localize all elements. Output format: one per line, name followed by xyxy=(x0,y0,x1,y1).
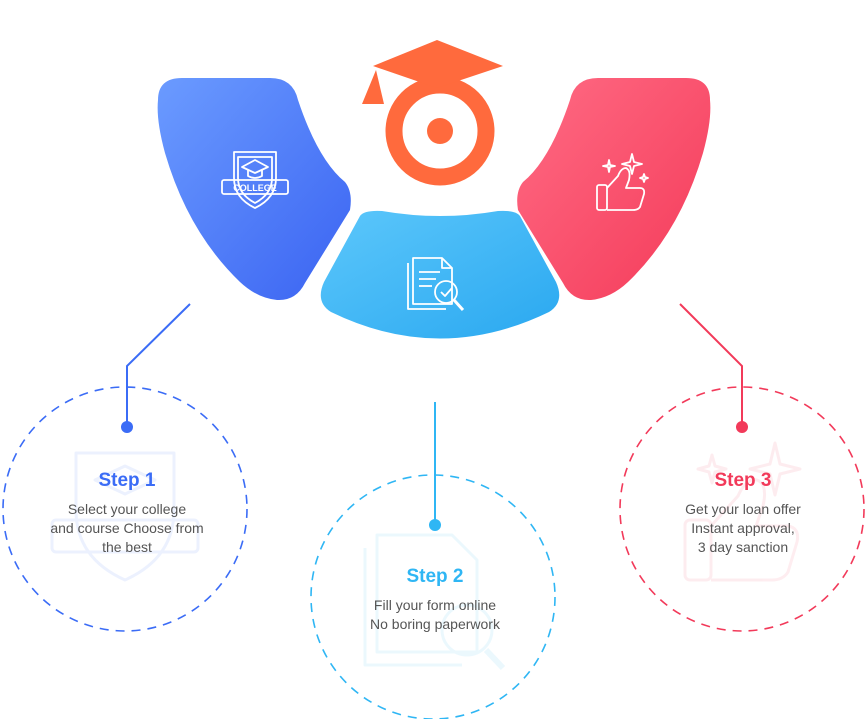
step-1-line-1: Select your college xyxy=(67,501,187,517)
thumbs-up-watermark-icon xyxy=(683,441,802,582)
step-3-line-1: Get your loan offer xyxy=(685,501,801,517)
thumbs-up-sparkle-icon xyxy=(596,153,649,211)
college-crest-watermark-icon xyxy=(50,451,200,582)
segment-step-1 xyxy=(157,78,351,301)
step-2-title: Step 2 xyxy=(406,566,464,587)
dashed-ring-step-3 xyxy=(619,386,865,632)
step-1-line-3: the best xyxy=(102,539,152,555)
step-3-line-2: Instant approval, xyxy=(691,520,795,536)
college-crest-icon: COLLEGE xyxy=(221,151,289,209)
step-2-line-1: Fill your form online xyxy=(373,597,497,613)
step-3-title: Step 3 xyxy=(714,470,772,491)
document-search-icon xyxy=(407,257,465,312)
connector-step-3 xyxy=(679,303,748,433)
step-3: Step 3 Get your loan offer Instant appro… xyxy=(648,470,838,557)
segment-step-3 xyxy=(517,78,711,301)
segment-step-2 xyxy=(320,210,560,339)
connector-step-1 xyxy=(121,303,191,433)
step-2: Step 2 Fill your form online No boring p… xyxy=(335,566,535,634)
college-badge-text: COLLEGE xyxy=(233,183,277,193)
step-1-line-2: and course Choose from xyxy=(50,520,204,536)
step-3-line-3: 3 day sanction xyxy=(697,539,789,555)
document-search-watermark-icon xyxy=(363,533,506,671)
graduation-cap-target-icon xyxy=(362,40,503,186)
step-1: Step 1 Select your college and course Ch… xyxy=(32,470,222,557)
dashed-ring-step-2 xyxy=(310,474,556,720)
step-2-line-2: No boring paperwork xyxy=(370,616,500,632)
connector-step-2 xyxy=(429,402,441,531)
step-1-title: Step 1 xyxy=(98,470,156,491)
dashed-ring-step-1 xyxy=(2,386,248,632)
